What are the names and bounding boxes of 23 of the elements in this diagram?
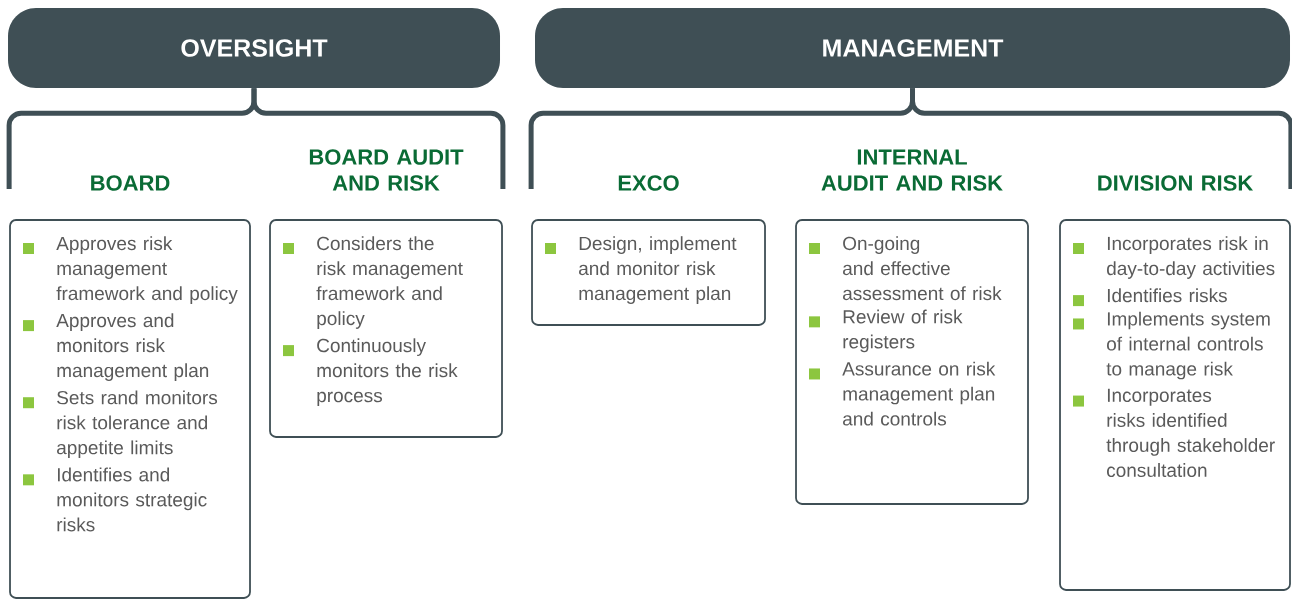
bullet-text: Identifies and monitors strategic risks (57, 467, 207, 532)
column-heading: INTERNAL AUDIT AND RISK (821, 149, 1003, 191)
connector-bracket (251, 88, 506, 190)
bullet-text: Approves and monitors risk management plan (56, 313, 209, 381)
bullet-text: Incorporates risks identified through stakeholder consultation (1106, 388, 1275, 478)
bullet-text: Review of risk registers (843, 309, 963, 353)
bullet-text: Incorporates risk in day-to-day activities (1107, 236, 1275, 279)
bullet-text: Continuously monitors the risk process (317, 338, 458, 406)
bullet-text: Design, implement and monitor risk management plan (579, 236, 737, 304)
header-banner: MANAGEMENT (535, 8, 1290, 88)
column-heading: BOARD AUDIT AND RISK (309, 149, 464, 191)
column-heading: EXCO (618, 175, 679, 191)
bullet-text: Assurance on risk management plan and controls (842, 361, 996, 426)
bullet-text: Considers the risk management framework and policy (316, 236, 463, 329)
bullet-text: Sets rand monitors risk tolerance and appetite limits (57, 390, 218, 459)
column-heading: BOARD (91, 175, 170, 191)
column-heading: DIVISION RISK (1098, 175, 1254, 191)
bullet-text: Approves risk management framework and policy (56, 236, 238, 304)
connector-bracket (910, 88, 1292, 190)
header-banner: OVERSIGHT (8, 8, 500, 88)
bullet-text: On-going and effective assessment of risk (843, 236, 1002, 301)
bullet-text: Identifies risks (1107, 288, 1227, 303)
bullet-text: Implements system of internal controls to manage risk (1106, 311, 1270, 380)
